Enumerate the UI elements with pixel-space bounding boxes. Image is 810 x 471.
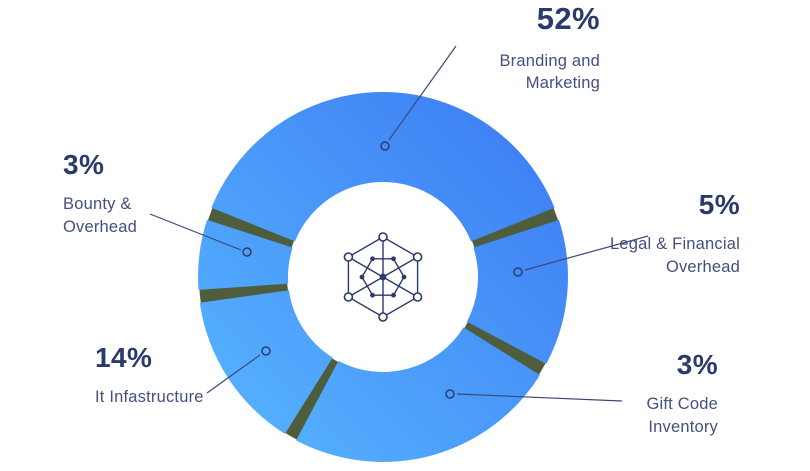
callout-branding-percent: 52% (536, 1, 600, 36)
callout-branding: 52% Branding and Marketing (499, 1, 600, 94)
callout-legal-percent: 5% (698, 189, 740, 220)
leader-line-branding (388, 45, 457, 141)
leader-dot-branding (380, 141, 390, 151)
callout-it-percent: 14% (95, 342, 153, 373)
leader-line-bounty (149, 213, 242, 251)
leader-line-it (206, 354, 261, 394)
leader-dot-bounty (242, 247, 252, 257)
callout-legal: 5% Legal & Financial Overhead (610, 190, 740, 278)
callout-gift-percent: 3% (676, 349, 718, 380)
donut-segment-it (199, 290, 333, 434)
callout-bounty-percent: 3% (63, 149, 105, 180)
donut-segments (197, 92, 568, 463)
callout-it: 14% It Infastructure (95, 343, 204, 409)
donut-segment-bounty (197, 219, 293, 290)
donut-segment-branding (211, 92, 555, 242)
callout-it-label: It Infastructure (95, 388, 204, 407)
leader-dot-legal (513, 267, 523, 277)
callout-bounty-label: Bounty & Overhead (63, 195, 138, 236)
donut-segment-gift (296, 327, 540, 463)
blockchain-network-icon (343, 232, 423, 322)
callout-bounty: 3% Bounty & Overhead (63, 150, 137, 238)
leader-dot-it (261, 346, 271, 356)
callout-legal-label: Legal & Financial Overhead (610, 235, 740, 276)
callout-gift: 3% Gift Code Inventory (647, 350, 719, 438)
leader-line-legal (524, 235, 649, 271)
callout-branding-label: Branding and Marketing (499, 51, 600, 92)
callout-gift-label: Gift Code Inventory (646, 395, 718, 436)
donut-segment-legal (466, 219, 568, 364)
leader-dot-gift (445, 389, 455, 399)
leader-line-gift (456, 393, 623, 402)
